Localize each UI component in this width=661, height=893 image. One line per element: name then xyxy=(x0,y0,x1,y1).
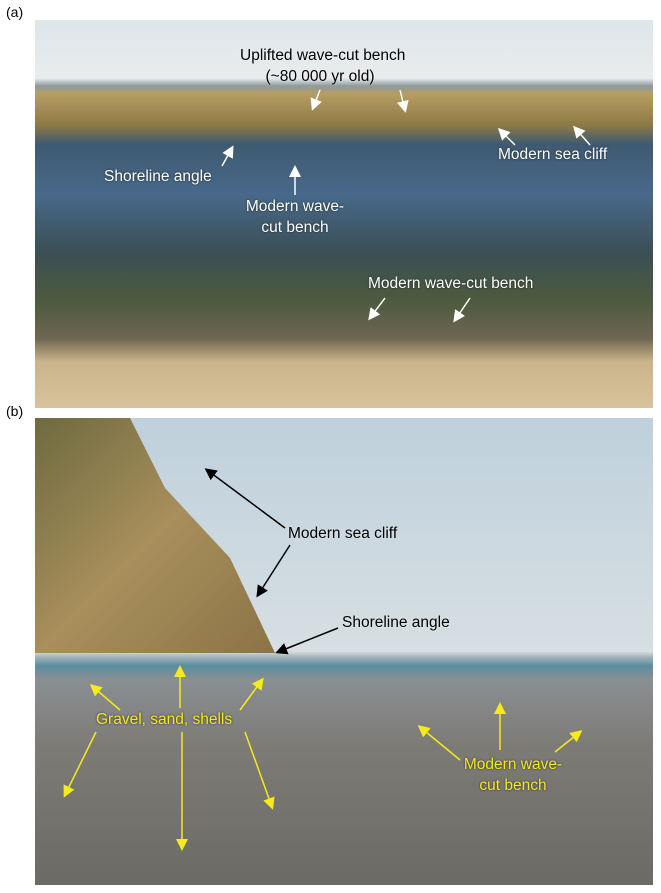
sea-cliff xyxy=(35,418,275,653)
bench-b-line1: Modern wave- xyxy=(463,756,563,773)
bench-b-line2: cut bench xyxy=(479,777,547,794)
label-modern-sea-cliff-b: Modern sea cliff xyxy=(288,525,398,542)
label-gravel: Gravel, sand, shells xyxy=(96,711,233,728)
photo-panel-b xyxy=(35,418,653,885)
label-modern-sea-cliff-a: Modern sea cliff xyxy=(498,146,608,163)
bench-line1: Modern wave- xyxy=(245,198,345,215)
panel-a-label: (a) xyxy=(6,4,24,20)
uplifted-line1: Uplifted wave-cut bench xyxy=(240,47,406,64)
label-modern-bench-b: Modern wave-cut bench xyxy=(448,754,578,796)
bench-line2: cut bench xyxy=(261,219,329,236)
uplifted-line2: (~80 000 yr old) xyxy=(265,68,375,85)
panel-b-label: (b) xyxy=(6,403,24,419)
photo-panel-a xyxy=(35,20,653,408)
label-uplifted-bench: Uplifted wave-cut bench (~80 000 yr old) xyxy=(240,45,406,87)
label-shoreline-angle-a: Shoreline angle xyxy=(104,168,212,185)
label-shoreline-angle-b: Shoreline angle xyxy=(342,614,450,631)
label-modern-bench-lower: Modern wave-cut bench xyxy=(368,275,534,292)
label-modern-bench-a: Modern wave-cut bench xyxy=(240,196,350,238)
